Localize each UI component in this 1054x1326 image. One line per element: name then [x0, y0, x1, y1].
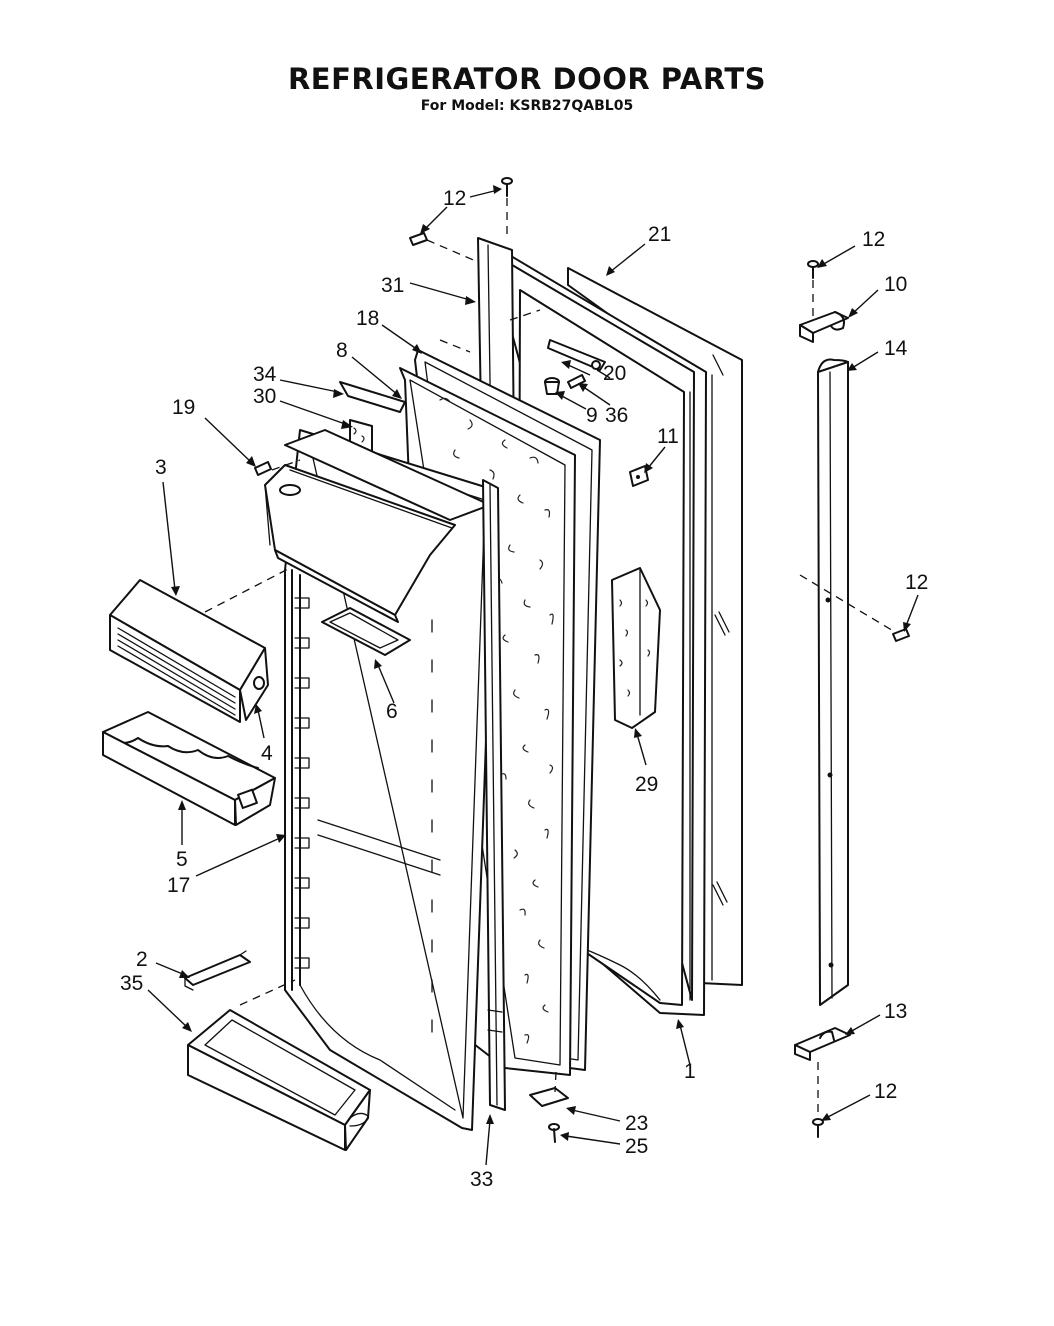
model-subtitle: For Model: KSRB27QABL05 [420, 98, 634, 114]
callout-6: 6 [386, 700, 398, 723]
callout-12-top: 12 [443, 187, 466, 210]
callout-12-right-top: 12 [862, 228, 885, 251]
callout-1: 1 [684, 1060, 696, 1083]
callout-2: 2 [136, 948, 148, 971]
callout-34: 34 [253, 363, 277, 386]
part-2-bracket [184, 950, 251, 991]
callout-11: 11 [657, 425, 679, 448]
part-14-trim-strip [817, 358, 849, 1006]
callout-labels: 12 31 21 18 8 34 30 19 3 4 6 5 17 2 35 3… [120, 187, 928, 1191]
callout-31: 31 [381, 274, 404, 297]
screw-right-mid [892, 628, 910, 642]
callout-4: 4 [261, 742, 273, 765]
part-25-screw [548, 1123, 560, 1143]
screw-right-top [807, 260, 819, 279]
leader-lines [147, 185, 919, 1166]
part-12-screws [254, 177, 910, 1138]
callout-20: 20 [603, 362, 626, 385]
callout-25: 25 [625, 1135, 648, 1158]
callout-36: 36 [605, 404, 628, 427]
callout-13: 13 [884, 1000, 907, 1023]
callout-3: 3 [155, 456, 167, 479]
callout-12-right-bottom: 12 [874, 1080, 897, 1103]
part-34-top-trim [339, 381, 406, 413]
callout-14: 14 [884, 337, 908, 360]
screw-top [501, 177, 513, 197]
part-29-foam-block [611, 567, 661, 729]
callout-29: 29 [635, 773, 658, 796]
part-36-screw [567, 374, 586, 389]
part-4-dispenser-housing [264, 429, 491, 623]
callout-21: 21 [648, 223, 671, 246]
part-11-clip [629, 465, 649, 487]
part-10-top-hinge [799, 311, 849, 343]
callout-9: 9 [586, 404, 598, 427]
callout-19: 19 [172, 396, 195, 419]
callout-5: 5 [176, 848, 188, 871]
callout-10: 10 [884, 273, 907, 296]
part-20-hinge-bar [547, 339, 606, 371]
alignment-lines [204, 198, 896, 1118]
part-5-egg-tray [102, 711, 276, 826]
shelf-rib-marks [294, 597, 433, 1033]
part-9-bushing [544, 377, 560, 395]
part-35-door-bin [187, 1009, 371, 1151]
callout-12-right-mid: 12 [905, 571, 928, 594]
part-3-crisper-cover [109, 579, 269, 723]
screw-left [409, 232, 428, 246]
page-title: REFRIGERATOR DOOR PARTS [287, 62, 767, 96]
callout-35: 35 [120, 972, 143, 995]
callout-23: 23 [625, 1112, 648, 1135]
callout-33: 33 [470, 1168, 493, 1191]
part-23-bottom-bracket [529, 1087, 569, 1107]
screw-right-bottom [812, 1118, 824, 1138]
callout-17: 17 [167, 874, 190, 897]
callout-18: 18 [356, 307, 379, 330]
screw-19 [254, 461, 272, 476]
callout-30: 30 [253, 385, 276, 408]
part-33-side-strip [482, 479, 506, 1111]
part-6-dispenser-tray [321, 607, 411, 656]
callout-8: 8 [336, 339, 348, 362]
part-13-bottom-hinge [794, 1027, 851, 1061]
